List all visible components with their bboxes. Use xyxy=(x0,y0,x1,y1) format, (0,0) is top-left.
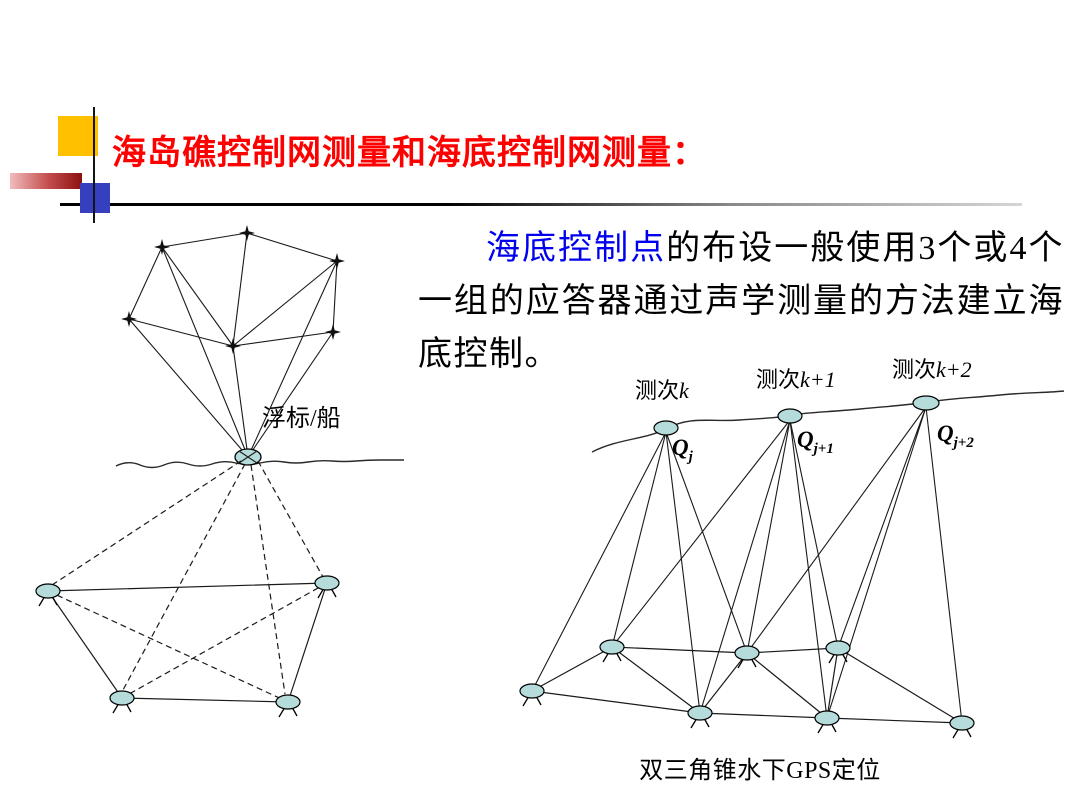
sea-surface-line xyxy=(115,459,404,469)
underwater-gps-positioning-diagram: 测次k 测次k+1 测次k+2 Qj Qj+1 Qj+2 xyxy=(519,357,1065,739)
buoy-icon xyxy=(653,420,679,436)
star-icon xyxy=(329,253,345,269)
star-network xyxy=(121,225,345,458)
title-divider-rule xyxy=(60,203,1022,206)
star-icon xyxy=(239,225,255,241)
acoustic-rays-dashed xyxy=(51,460,324,695)
decor-yellow-square xyxy=(58,116,98,156)
seabed-network xyxy=(35,575,340,718)
transponder-icon xyxy=(734,645,760,669)
surface-buoys xyxy=(653,395,940,436)
cone-rays-epoch-k1 xyxy=(611,419,839,719)
transponder-icon xyxy=(687,705,713,729)
right-diagram-caption: 双三角锥水下GPS定位 xyxy=(639,758,881,784)
star-icon xyxy=(154,239,170,255)
seabed-baseline-edges xyxy=(531,646,963,724)
transponder-icon xyxy=(599,639,625,663)
cone-rays-epoch-k xyxy=(531,431,748,714)
epoch-label-k: 测次k xyxy=(635,378,690,403)
epoch-label-k1: 测次k+1 xyxy=(756,367,836,392)
star-icon xyxy=(225,338,241,354)
seabed-dashed-diagonals xyxy=(47,582,328,703)
transponder-icon xyxy=(275,694,301,718)
decor-red-gradient-bar xyxy=(10,173,82,189)
transponder-icon xyxy=(814,710,840,734)
star-icon xyxy=(325,324,341,340)
decor-blue-square xyxy=(80,183,110,213)
epoch-label-k2: 测次k+2 xyxy=(892,357,972,382)
buoy-observation-rays xyxy=(128,246,338,458)
island-reef-control-network-diagram: 浮标/船 xyxy=(35,225,404,718)
transponder-icon xyxy=(109,690,135,714)
decor-vertical-line xyxy=(93,107,95,223)
star-network-edges xyxy=(128,232,338,347)
q-label-j: Qj xyxy=(672,435,694,465)
q-label-j1: Qj+1 xyxy=(797,427,834,457)
buoy-label: 浮标/船 xyxy=(262,405,341,432)
highlight-term: 海底控制点 xyxy=(486,230,667,267)
slide-title: 海岛礁控制网测量和海底控制网测量： xyxy=(112,135,707,172)
transponder-icon xyxy=(314,575,340,599)
buoy-icon xyxy=(777,408,803,424)
body-paragraph: 海底控制点的布设一般使用3个或4个一组的应答器通过声学测量的方法建立海底控制。 xyxy=(418,222,1064,381)
transponder-icon xyxy=(949,715,975,739)
buoy-cross-mark xyxy=(238,450,258,464)
transponder-icon xyxy=(825,640,851,664)
q-label-j2: Qj+2 xyxy=(937,421,974,451)
buoy-icon xyxy=(912,395,940,411)
star-icon xyxy=(121,311,137,327)
cone-rays-epoch-k2 xyxy=(746,406,963,724)
transponder-icon xyxy=(35,583,61,607)
paragraph-text: 的布设一般使用3个或4个一组的应答器通过声学测量的方法建立海底控制。 xyxy=(418,230,1064,373)
buoy-ship xyxy=(234,448,262,466)
transponder-icon xyxy=(519,683,545,707)
seabed-solid-edges xyxy=(47,582,328,703)
